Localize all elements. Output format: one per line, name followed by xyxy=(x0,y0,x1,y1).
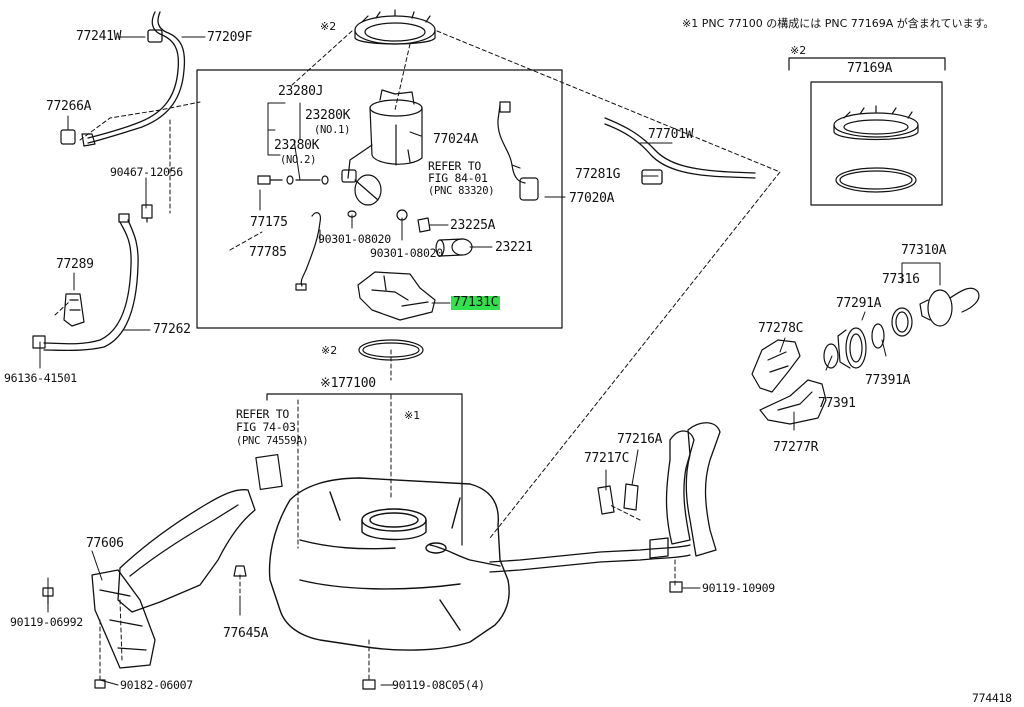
label-90119-08C05[interactable]: 90119-08C05(4) xyxy=(392,678,485,692)
mark-2-box: ※2 xyxy=(790,44,807,57)
label-90301-08020-a[interactable]: 90301-08020 xyxy=(318,232,391,246)
tank-bracket xyxy=(266,393,463,546)
ring-77291A xyxy=(837,327,867,369)
refer-fig-84-01-line3: (PNC 83320) xyxy=(428,185,495,197)
protector-77277R xyxy=(759,379,827,425)
fuel-filter-assembly xyxy=(341,169,382,206)
label-90467-12056[interactable]: 90467-12056 xyxy=(110,165,183,179)
label-77645A[interactable]: 77645A xyxy=(223,626,269,641)
label-77241W[interactable]: 77241W xyxy=(76,29,122,44)
label-77266A[interactable]: 77266A xyxy=(46,99,92,114)
seal-77391A xyxy=(871,323,885,349)
label-77024A[interactable]: 77024A xyxy=(433,132,479,147)
label-no2: (NO.2) xyxy=(280,154,317,166)
label-77606[interactable]: 77606 xyxy=(86,536,124,551)
mark-2-top: ※2 xyxy=(320,20,337,33)
label-77216A[interactable]: 77216A xyxy=(617,432,663,447)
clip-77266A xyxy=(60,129,96,147)
label-77169A[interactable]: 77169A xyxy=(847,61,893,76)
fuel-pump-module-77024A xyxy=(347,89,423,179)
gasket-77316 xyxy=(891,307,913,337)
refer-fig-74-03-line3: (PNC 74559A) xyxy=(236,435,309,447)
fuel-hose-77262 xyxy=(43,213,139,352)
label-77291A[interactable]: 77291A xyxy=(836,296,882,311)
seal-23225A xyxy=(417,217,431,233)
label-77020A[interactable]: 77020A xyxy=(569,191,615,206)
configuration-note: ※1 PNC 77100 の構成には PNC 77169A が含まれています。 xyxy=(682,17,995,30)
retainer-ring-77169A xyxy=(833,105,919,141)
label-77175[interactable]: 77175 xyxy=(250,215,288,230)
label-no1: (NO.1) xyxy=(314,124,351,136)
refer-fig-74-03-line1: REFER TO xyxy=(236,407,289,421)
refer-fig-74-03-line2[interactable]: FIG 74-03 xyxy=(236,420,296,434)
mark-1: ※1 xyxy=(404,409,421,422)
gasket-90301-08020 xyxy=(347,209,408,221)
gasket-kit-box xyxy=(810,81,943,206)
gasket-74559A xyxy=(255,454,283,490)
label-90301-08020-b[interactable]: 90301-08020 xyxy=(370,246,443,260)
label-77316[interactable]: 77316 xyxy=(882,272,920,287)
mark-2-mid: ※2 xyxy=(321,344,338,357)
label-77100[interactable]: ※177100 xyxy=(320,376,376,391)
label-77209F[interactable]: 77209F xyxy=(207,30,253,45)
bolt-90119-10909 xyxy=(669,581,683,593)
clip-96136-41501 xyxy=(32,335,46,349)
connector-77175 xyxy=(257,175,329,185)
label-77785[interactable]: 77785 xyxy=(249,245,287,260)
label-23280J[interactable]: 23280J xyxy=(278,84,324,99)
label-77310A[interactable]: 77310A xyxy=(901,243,947,258)
retainer-ring-top xyxy=(354,9,436,45)
label-77131C-highlighted[interactable]: 77131C xyxy=(451,295,501,310)
label-77277R[interactable]: 77277R xyxy=(773,440,819,455)
label-23280K-no2[interactable]: 23280K xyxy=(274,138,320,153)
label-77701W[interactable]: 77701W xyxy=(648,127,694,142)
clamp-77217C xyxy=(597,485,615,515)
label-90182-06007[interactable]: 90182-06007 xyxy=(120,678,193,692)
label-77289[interactable]: 77289 xyxy=(56,257,94,272)
refer-fig-84-01-line2[interactable]: FIG 84-01 xyxy=(428,171,488,185)
vent-tube-77701W xyxy=(604,117,756,185)
label-77391[interactable]: 77391 xyxy=(818,396,856,411)
clamp-77216A xyxy=(623,483,639,511)
clamp-77289 xyxy=(63,293,85,327)
filler-pipe xyxy=(489,422,721,573)
fuel-tank-77100 xyxy=(268,477,510,651)
sender-wire xyxy=(497,101,539,201)
label-23221[interactable]: 23221 xyxy=(495,240,533,255)
filter-23221 xyxy=(435,238,473,257)
label-77217C[interactable]: 77217C xyxy=(584,451,630,466)
label-77281G[interactable]: 77281G xyxy=(575,167,621,182)
cap-77310A xyxy=(919,287,980,327)
protector-77278C xyxy=(751,339,801,393)
vent-hose-77241W xyxy=(87,11,186,144)
label-77391A[interactable]: 77391A xyxy=(865,373,911,388)
label-90119-10909[interactable]: 90119-10909 xyxy=(702,581,775,595)
bracket-77131C xyxy=(357,271,436,321)
label-23225A[interactable]: 23225A xyxy=(450,218,496,233)
label-90119-06992[interactable]: 90119-06992 xyxy=(10,615,83,629)
refer-fig-84-01-line1: REFER TO xyxy=(428,159,481,173)
wire-77785 xyxy=(295,212,321,291)
bolt-90119-06992 xyxy=(42,587,54,605)
fuel-pump-assembly-box xyxy=(196,69,563,329)
label-23280K-no1[interactable]: 23280K xyxy=(305,108,351,123)
bolt-90119-08C05 xyxy=(362,679,376,690)
seal-77391 xyxy=(823,343,839,369)
gasket-ring-mid xyxy=(358,339,424,361)
diagram-id: 774418 xyxy=(972,691,1012,705)
clip-90467-12056 xyxy=(141,204,153,223)
clip-77645A xyxy=(233,565,247,577)
label-96136-41501[interactable]: 96136-41501 xyxy=(4,371,77,385)
gasket-kit-bracket xyxy=(788,57,946,71)
label-77262[interactable]: 77262 xyxy=(153,322,191,337)
heat-insulator-77606 xyxy=(91,489,256,669)
bolt-90182-06007 xyxy=(94,679,106,689)
gasket-77169A xyxy=(835,167,917,193)
label-77278C[interactable]: 77278C xyxy=(758,321,804,336)
